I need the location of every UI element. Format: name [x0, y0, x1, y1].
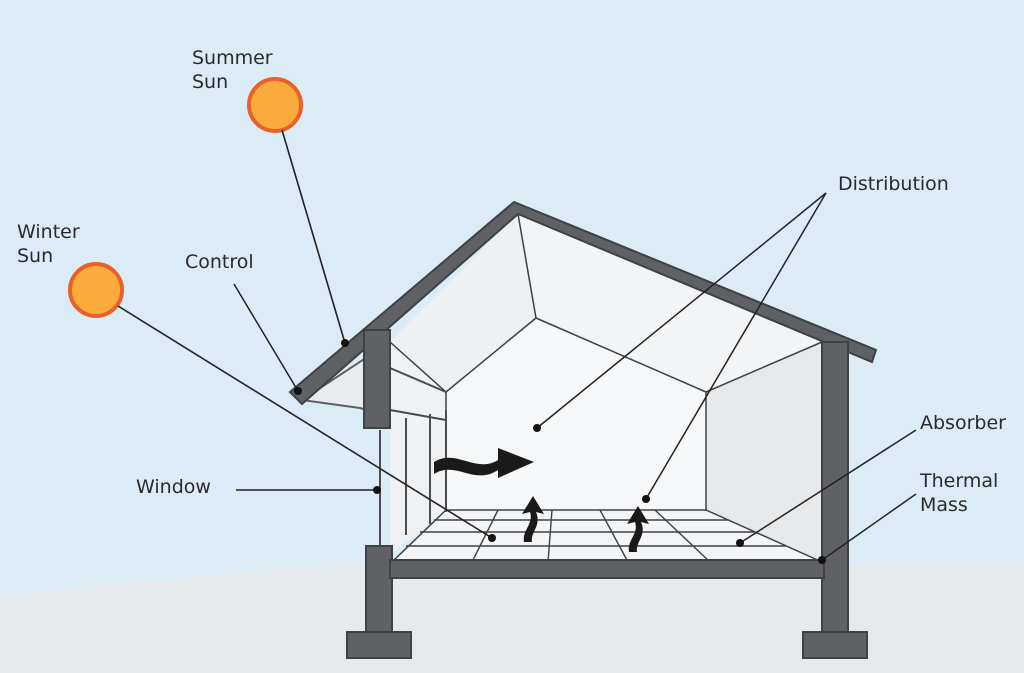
interior-ceiling-right: [518, 214, 822, 392]
absorber-label: Absorber: [920, 412, 1006, 434]
ground: [0, 566, 1024, 673]
summer-sun-label-line2: Sun: [192, 71, 228, 93]
summer-sun-label: Summer Sun: [192, 47, 279, 93]
roof: [288, 200, 878, 406]
thermal-mass-label: Thermal Mass: [919, 470, 1004, 516]
summer-sun-icon: [247, 77, 303, 133]
left-post-upper: [363, 329, 391, 429]
interior-right-wall: [706, 342, 822, 560]
left-footing: [346, 631, 412, 659]
leader-dots: [294, 339, 826, 564]
summer-sun-label-line1: Summer: [192, 47, 273, 69]
ground-right-edge: [848, 565, 1024, 673]
rising-heat-arrow-icon-2: [627, 506, 649, 552]
winter-sun-ray: [117, 305, 493, 539]
winter-sun-label: Winter Sun: [17, 221, 86, 267]
leader-lines: [233, 192, 917, 561]
thermal-mass-label-line1: Thermal: [919, 470, 998, 492]
left-post-lower: [365, 545, 393, 637]
control-label: Control: [185, 251, 254, 273]
winter-sun-label-line1: Winter: [17, 221, 80, 243]
right-footing: [802, 631, 868, 659]
interior-left-wall: [390, 342, 446, 555]
winter-sun-label-line2: Sun: [17, 245, 53, 267]
thermal-mass-label-line2: Mass: [920, 494, 968, 516]
floor-beam: [389, 559, 825, 579]
summer-sun-ray: [281, 129, 346, 344]
right-post: [821, 341, 849, 637]
window-label: Window: [136, 476, 211, 498]
horizontal-heat-arrow-icon: [434, 448, 534, 478]
winter-sun-icon: [68, 262, 124, 318]
rising-heat-arrow-icon-1: [522, 496, 544, 542]
distribution-label: Distribution: [838, 173, 949, 195]
floor-grid: [406, 509, 786, 563]
